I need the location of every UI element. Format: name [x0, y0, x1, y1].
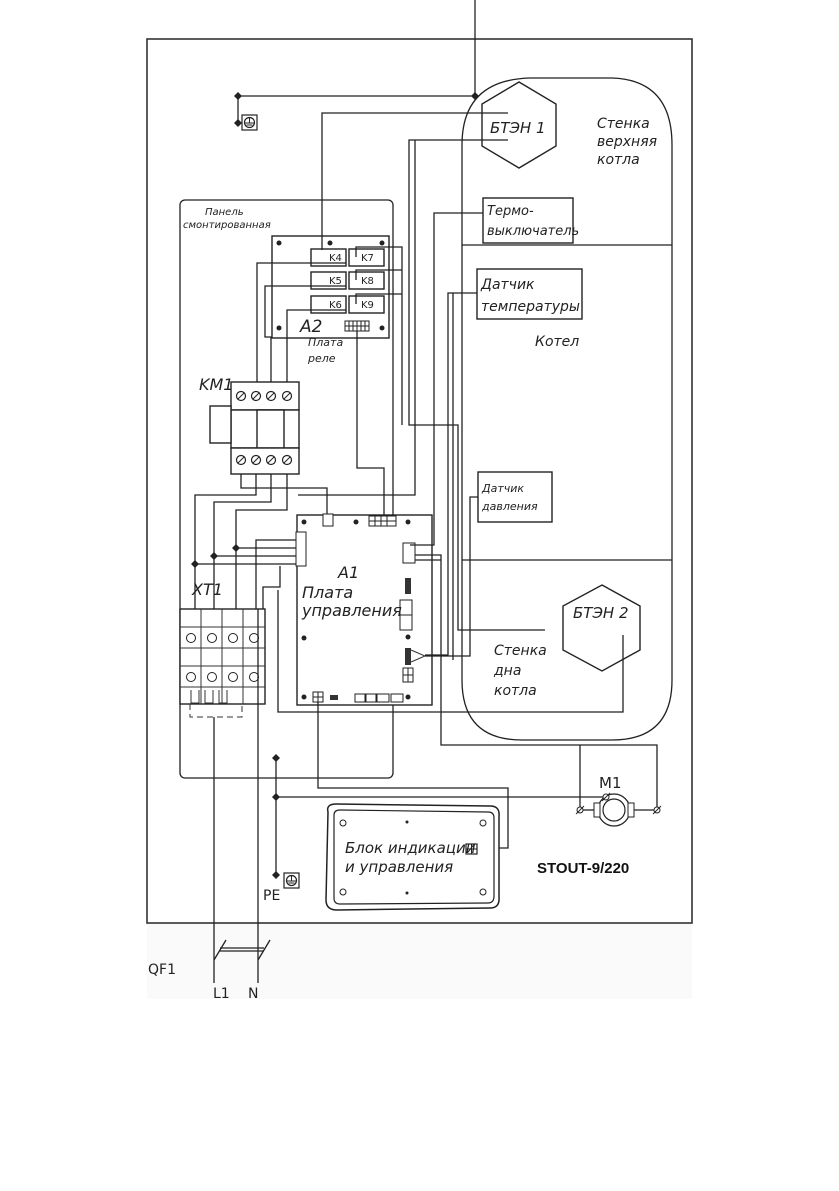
boiler-outline [461, 77, 673, 741]
display-unit: Блок индикации и управления [325, 803, 500, 911]
relay-k4: K4 [329, 253, 342, 264]
mounted-panel: Панель смонтированная [179, 199, 394, 779]
bottom-wall-label-1: Стенка [494, 643, 547, 659]
thermoswitch-label-2: выключатель [487, 224, 579, 239]
relay-board-label-2: реле [307, 352, 336, 365]
diagram-frame [146, 38, 693, 924]
relay-k5: K5 [329, 276, 342, 287]
temp-sensor-label-1: Датчик [480, 277, 535, 293]
relay-k7: K7 [361, 253, 374, 264]
contactor-id: KM1 [199, 375, 233, 394]
motor-id: M1 [599, 774, 622, 792]
pressure-sensor-box: Датчик давления [477, 471, 553, 523]
pressure-sensor-label-1: Датчик [481, 482, 524, 495]
breaker-input-n: N [248, 986, 258, 1002]
relay-board-id: A2 [299, 317, 322, 337]
heater-2-label: БТЭН 2 [573, 604, 629, 622]
display-unit-label-1: Блок индикации [345, 839, 476, 857]
display-unit-label-2: и управления [345, 858, 453, 876]
control-board-label-2: управления [301, 601, 402, 620]
pe-label: PE [263, 888, 280, 904]
breaker-input-l1: L1 [213, 986, 230, 1002]
temperature-sensor-box: Датчик температуры [476, 268, 583, 320]
panel-label-1: Панель [205, 207, 244, 218]
top-wall-label-1: Стенка [597, 116, 650, 132]
terminal-block-xt1: XT1 [179, 580, 266, 718]
pe-ground: PE [263, 872, 300, 904]
thermoswitch-box: Термо- выключатель [482, 197, 579, 244]
control-board-label-1: Плата [302, 583, 353, 602]
breaker-id: QF1 [148, 962, 176, 978]
terminal-block-id: XT1 [191, 580, 223, 599]
relay-k9: K9 [361, 300, 374, 311]
model-label: STOUT-9/220 [537, 860, 629, 877]
control-board-id: A1 [337, 563, 359, 582]
heater-1: БТЭН 1 [481, 81, 557, 169]
thermoswitch-label-1: Термо- [487, 204, 534, 219]
relay-k6: K6 [329, 300, 342, 311]
contactor-km1: KM1 [199, 375, 300, 475]
bottom-wall-label-2: дна [493, 663, 521, 679]
boiler-label: Котел [535, 334, 579, 350]
panel-label-2: смонтированная [183, 220, 271, 231]
switch-icon [213, 939, 227, 961]
heater-2: БТЭН 2 [562, 584, 641, 672]
relay-board-label-1: Плата [308, 336, 343, 349]
breaker-qf1: QF1 L1 N [148, 939, 271, 1002]
wiring [191, 0, 658, 940]
relay-board: K4 K7 K5 K8 K6 K9 A2 [271, 235, 390, 339]
top-ground [234, 92, 479, 131]
motor-m1: M1 [575, 774, 662, 827]
heater-1-label: БТЭН 1 [490, 119, 546, 137]
top-wall-label-3: котла [597, 152, 640, 168]
relay-k8: K8 [361, 276, 374, 287]
control-board-a1: A1 Плата управления [295, 513, 433, 706]
bottom-wall-label-3: котла [494, 683, 537, 699]
temp-sensor-label-2: температуры [481, 299, 580, 315]
top-wall-label-2: верхняя [597, 134, 657, 150]
pressure-sensor-label-2: давления [481, 500, 538, 513]
